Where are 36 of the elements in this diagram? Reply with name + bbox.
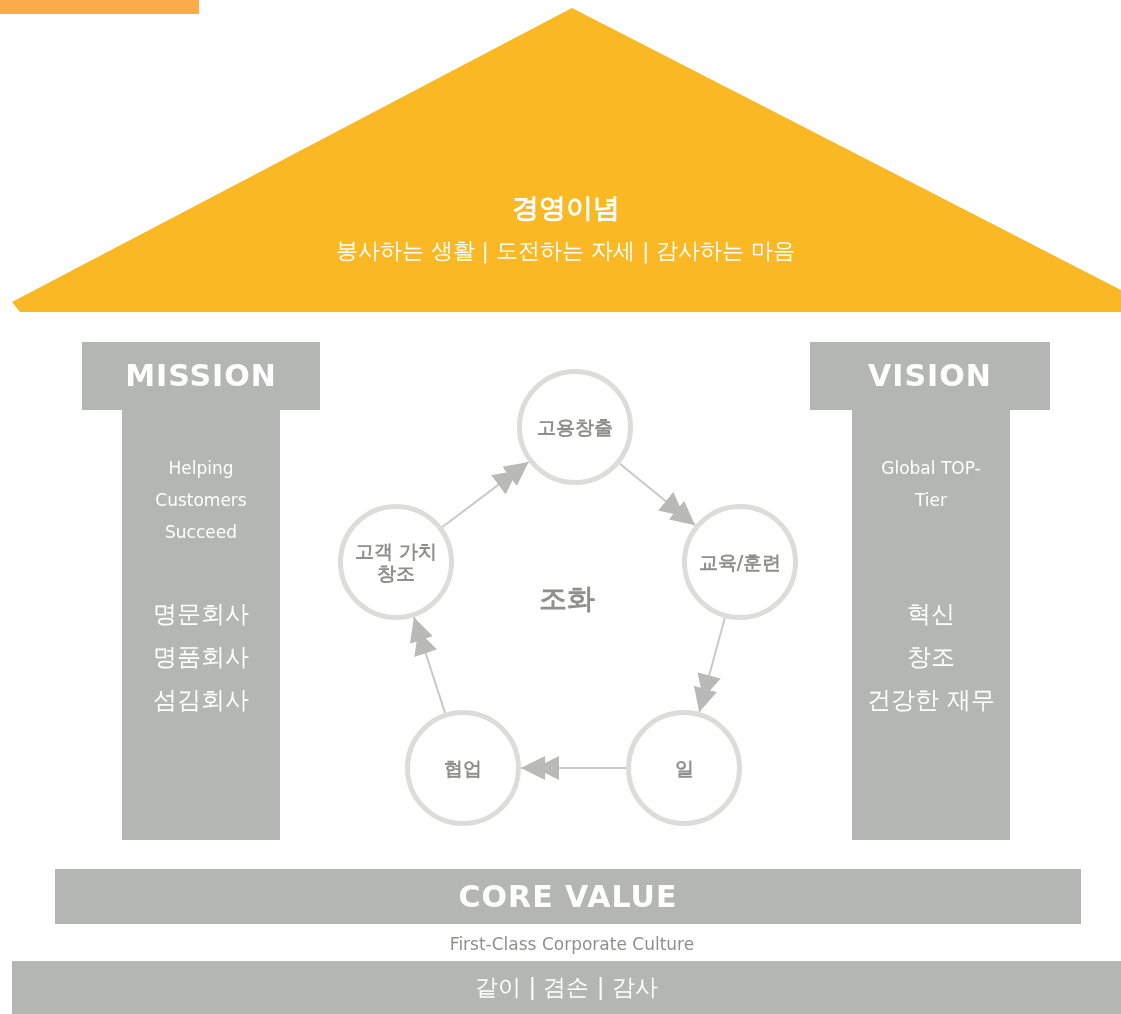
subtitle-text: First-Class Corporate Culture (448, 934, 696, 954)
value-circle (405, 710, 521, 826)
circle-label: 고객 가치 창조 (353, 540, 439, 584)
value-circle (626, 710, 742, 826)
chevron-arrow (520, 756, 627, 780)
band-label: 같이 | 겸손 | 감사 (474, 973, 659, 1002)
roof-title: 경영이념 (510, 191, 621, 225)
pillar (82, 342, 320, 840)
band-label: CORE VALUE (457, 878, 679, 915)
pillar-statement: Helping Customers Succeed (154, 457, 248, 544)
value-circle (517, 369, 633, 485)
value-band (55, 869, 1081, 924)
circle-label: 고용창출 (537, 416, 613, 438)
circle-label: 일 (674, 757, 694, 779)
circle-label: 협업 (444, 757, 482, 779)
chevron-arrow (410, 616, 447, 714)
roof-subtitle: 봉사하는 생활 | 도전하는 자세 | 감사하는 마음 (334, 237, 797, 266)
pillar (810, 342, 1050, 840)
roof (10, 6, 1121, 314)
value-circle (682, 504, 798, 620)
pillar-value: 창조 (906, 642, 956, 673)
pillar-statement: Global TOP-Tier (880, 457, 982, 512)
pillar-value: 건강한 재무 (866, 685, 996, 716)
pillar-value: 명문회사 (152, 599, 250, 630)
center-label: 조화 (538, 581, 596, 617)
chevron-arrow (441, 460, 530, 529)
pillar-value: 명품회사 (152, 642, 250, 673)
pillar-heading: MISSION (124, 358, 278, 393)
chevron-arrow (618, 462, 697, 527)
value-circle (338, 504, 454, 620)
pillar-value: 혁신 (906, 599, 956, 630)
pillar-value: 섬김회사 (152, 685, 250, 716)
chevron-arrow (694, 616, 726, 714)
value-band (12, 961, 1121, 1014)
circle-label: 교육/훈련 (698, 551, 782, 573)
pillar-heading: VISION (867, 358, 993, 393)
